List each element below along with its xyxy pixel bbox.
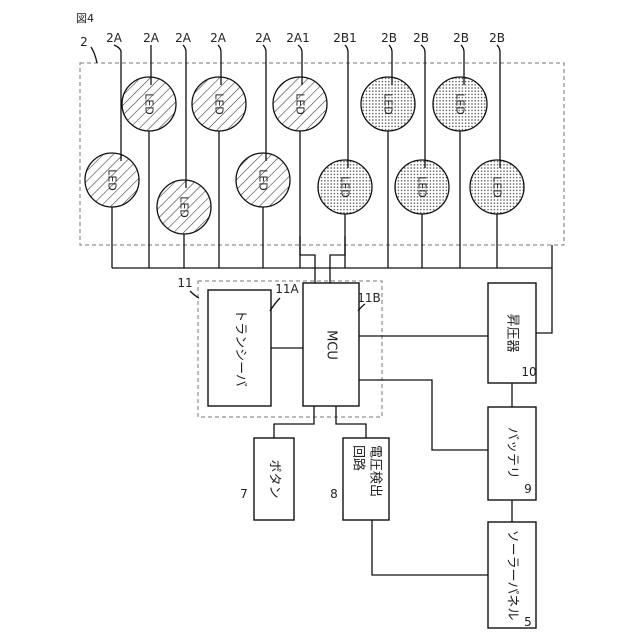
led-label: LED: [143, 93, 156, 115]
button-label: ボタン: [267, 459, 282, 498]
booster-ref: 10: [521, 365, 536, 379]
led-ref-label: 2A: [143, 31, 160, 45]
led-ref-label: 2B: [413, 31, 429, 45]
led-7: LED 2B1: [318, 31, 372, 268]
voltage-detector-ref: 8: [330, 487, 338, 501]
led-ref-leader: [263, 45, 266, 161]
led-3: LED 2A: [157, 31, 211, 268]
led-4: LED 2A: [192, 31, 246, 268]
led-label: LED: [416, 176, 429, 198]
voltage-detector-label-line2: 回路: [351, 445, 367, 471]
led-label: LED: [454, 93, 467, 115]
booster-label: 昇圧器: [505, 313, 520, 352]
led-label: LED: [178, 196, 191, 218]
battery-label: バッテリ: [505, 427, 520, 479]
led-label: LED: [213, 93, 226, 115]
figure-title: 図4: [76, 12, 94, 25]
led-ref-leader: [497, 45, 500, 168]
mcu-ref: 11B: [357, 291, 381, 305]
battery-ref: 9: [524, 482, 532, 496]
voltage-detector-label-line1: 電圧検出: [368, 445, 383, 497]
transceiver-ref: 11A: [275, 282, 299, 296]
led-label: LED: [294, 93, 307, 115]
wire-mcu-button: [274, 406, 314, 438]
wire-booster-to-bus: [536, 268, 552, 333]
wire-mcu-voltage-detector: [336, 406, 366, 438]
led-ref-label: 2A: [255, 31, 272, 45]
led-ref-label: 2A: [210, 31, 227, 45]
led-9: LED 2B: [395, 31, 449, 268]
solar-panel-label: ソーラーパネル: [505, 530, 520, 621]
led-8: LED 2B: [361, 31, 415, 268]
led-ref-label: 2B1: [333, 31, 357, 45]
mcu-label: MCU: [324, 330, 339, 360]
led-array: LED2ALED2ALED2ALED2ALED2ALED2A1LED2B1LED…: [85, 31, 524, 268]
transceiver-label: トランシーバ: [233, 309, 248, 387]
led-label: LED: [339, 176, 352, 198]
led-1: LED 2A: [85, 31, 139, 268]
led-5: LED 2A: [236, 31, 290, 268]
led-group-leader: [91, 47, 97, 63]
led-ref-label: 2B: [381, 31, 397, 45]
led-ref-label: 2B: [489, 31, 505, 45]
led-label: LED: [106, 169, 119, 191]
led-2: LED 2A: [122, 31, 176, 268]
led-label: LED: [382, 93, 395, 115]
led-11: LED 2B: [470, 31, 524, 268]
led-ref-label: 2A: [175, 31, 192, 45]
wire-bus-to-mcu-left: [300, 236, 315, 283]
wire-bus-to-mcu-right: [330, 236, 345, 283]
led-10: LED 2B: [433, 31, 487, 268]
led-6: LED 2A1: [273, 31, 327, 268]
controller-group-ref: 11: [177, 276, 192, 290]
led-ref-leader: [183, 45, 186, 188]
led-ref-label: 2A1: [286, 31, 309, 45]
led-ref-label: 2A: [106, 31, 123, 45]
solar-panel-ref: 5: [524, 615, 532, 629]
led-label: LED: [257, 169, 270, 191]
led-ref-label: 2B: [453, 31, 469, 45]
button-ref: 7: [240, 487, 248, 501]
wire-voltage-detector-solar: [372, 520, 488, 575]
led-ref-leader: [114, 45, 121, 161]
led-group-ref: 2: [80, 35, 88, 49]
led-label: LED: [491, 176, 504, 198]
